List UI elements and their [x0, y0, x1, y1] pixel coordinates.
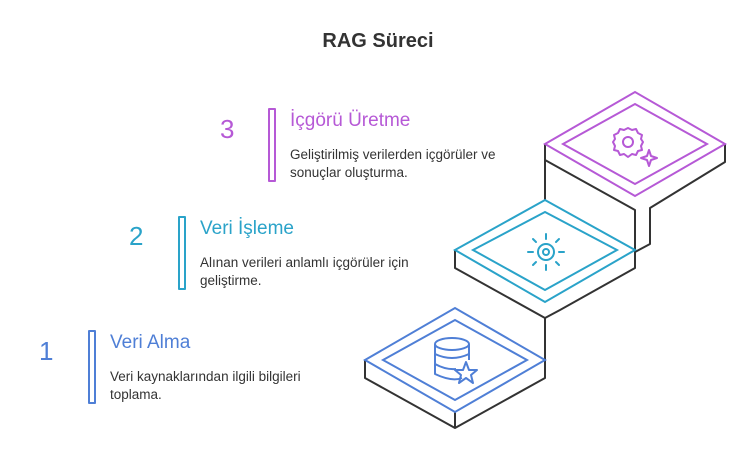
step-accent-bar — [268, 108, 276, 182]
step-number: 2 — [129, 221, 144, 251]
step-description: Geliştirilmiş verilerden içgörüler ve so… — [290, 147, 496, 180]
step-accent-bar — [88, 330, 96, 404]
step-accent-bar — [178, 216, 186, 290]
diagram-title: RAG Süreci — [322, 30, 434, 52]
sun-gear-icon — [527, 233, 565, 271]
step-description: Alınan verileri anlamlı içgörüler için g… — [200, 255, 409, 288]
step-number: 1 — [39, 336, 54, 366]
step-title: İçgörü Üretme — [290, 110, 411, 131]
stair-outline — [364, 144, 726, 429]
step-description: Veri kaynaklarından ilgili bilgileri top… — [110, 369, 301, 402]
gear-sparkle-icon — [612, 127, 658, 167]
database-star-icon — [434, 337, 478, 384]
step-title: Veri İşleme — [200, 218, 294, 239]
step-3-platform — [543, 90, 727, 198]
step-title: Veri Alma — [110, 332, 191, 353]
step-number: 3 — [220, 114, 235, 144]
step-2-platform — [452, 198, 638, 304]
step-1-platform — [363, 306, 547, 414]
